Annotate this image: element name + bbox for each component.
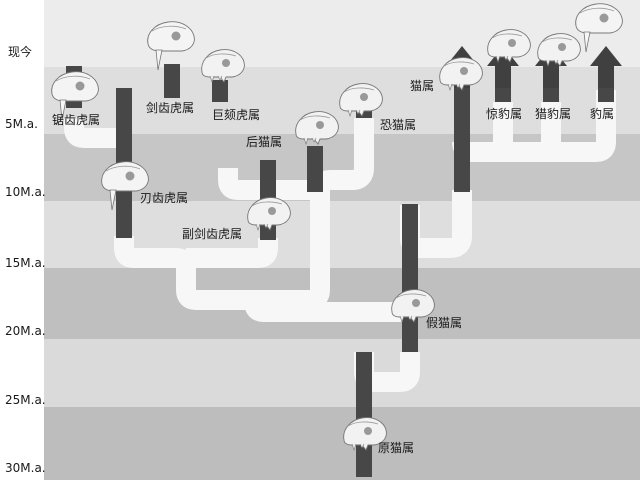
label-panthera: 豹属 <box>590 106 614 121</box>
label-machairodus: 剑齿虎属 <box>146 100 194 115</box>
extant-arrow-icon <box>495 66 511 88</box>
label-smilodon: 锯齿虎属 <box>52 112 100 127</box>
connector-smilodon-homotherium <box>64 118 124 148</box>
label-dinofelis: 恐猫属 <box>380 118 416 132</box>
bar-felis <box>454 86 470 192</box>
time-label-30ma: 30M.a. <box>5 461 46 475</box>
label-pseudaelurus: 假猫属 <box>426 316 462 330</box>
lineage-bars <box>66 64 614 477</box>
extant-arrow-icon <box>590 46 622 66</box>
label-lynx: 猎豹属 <box>535 106 571 121</box>
band-20-25 <box>44 339 640 407</box>
time-label-10ma: 10M.a. <box>5 185 46 199</box>
time-label-5ma: 5M.a. <box>5 117 38 131</box>
connector-machairodont-split <box>176 268 330 310</box>
bar-panthera <box>598 86 614 102</box>
time-label-25ma: 25M.a. <box>5 393 46 407</box>
extant-arrow-icon <box>543 66 559 88</box>
genus-labels: 锯齿虎属 剑齿虎属 巨颏虎属 后猫属 恐猫属 刃齿虎属 副剑齿虎属 假猫属 原猫… <box>52 79 614 455</box>
time-label-15ma: 15M.a. <box>5 256 46 270</box>
connector-megantereon-dinofelis <box>218 168 310 200</box>
bar-proailurus <box>356 352 372 477</box>
label-megantereon: 巨颏虎属 <box>212 108 260 122</box>
time-label-present: 现今 <box>8 44 32 59</box>
label-proailurus: 原猫属 <box>378 441 414 455</box>
time-label-20ma: 20M.a. <box>5 324 46 338</box>
bar-lynx <box>543 86 559 102</box>
label-paramachairodus: 副剑齿虎属 <box>182 226 242 241</box>
connector-machairodus-homotherium <box>114 236 196 269</box>
bar-pseudaelurus <box>402 204 418 352</box>
bar-dinofelis <box>356 108 372 118</box>
bar-acinonyx <box>495 86 511 102</box>
time-axis: 现今 5M.a. 10M.a. 15M.a. 20M.a. 25M.a. 30M… <box>5 44 46 475</box>
bar-megantereon <box>212 80 228 102</box>
bar-machairodus <box>164 64 180 98</box>
extant-arrow-icon <box>598 66 614 88</box>
bar-barbourofelis <box>307 146 323 192</box>
label-acinonyx: 惊豹属 <box>486 106 522 121</box>
band-25-30 <box>44 407 640 480</box>
label-homotherium: 刃齿虎属 <box>140 191 188 205</box>
connector-paramachairodus <box>186 238 278 268</box>
label-felis: 猫属 <box>410 79 434 93</box>
label-barbourofelis: 后猫属 <box>246 135 282 149</box>
